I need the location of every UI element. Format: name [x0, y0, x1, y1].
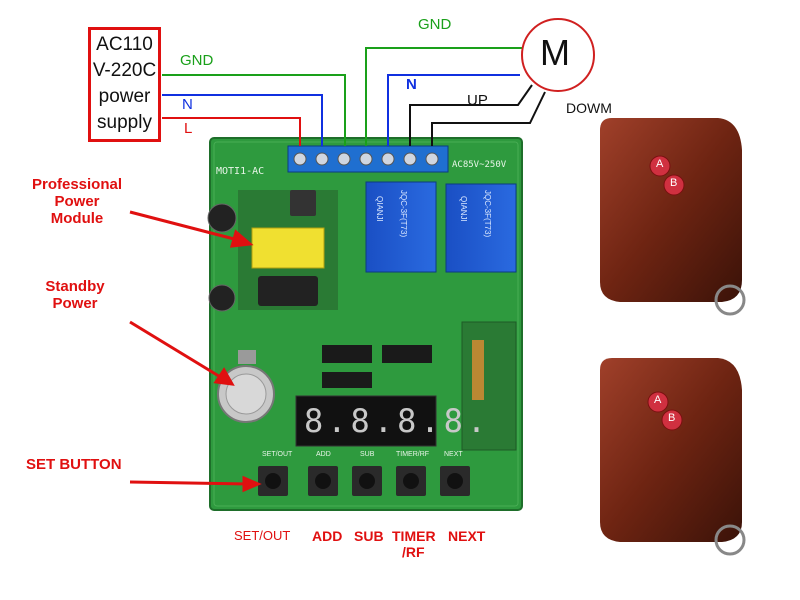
relay-right-brand: QIANJI — [459, 196, 468, 222]
button-label-timer: TIMER — [392, 528, 436, 544]
button-label-sub: SUB — [354, 528, 384, 544]
remote-top-button-a: A — [656, 158, 664, 170]
relay-right — [445, 183, 517, 273]
relay-left — [365, 181, 437, 273]
button-label-add: ADD — [312, 528, 343, 544]
motor-label: M — [540, 32, 570, 73]
relay-left-model: JQC-3F(T73) — [399, 190, 408, 238]
board-label-set: SET/OUT — [262, 451, 293, 458]
button-label-rf: /RF — [402, 544, 425, 560]
standby-battery — [217, 350, 275, 423]
board-label-next: NEXT — [444, 451, 463, 458]
annotation-standby: Standby Power — [45, 278, 105, 312]
board-voltage: AC85V~250V — [452, 160, 507, 170]
relay-right-model: JQC-3F(T73) — [483, 190, 492, 238]
remote-bottom-button-a: A — [654, 394, 662, 406]
remote-bottom-button-b: B — [668, 412, 676, 424]
relay-left-brand: QIANJI — [375, 196, 384, 222]
seven-segment-display — [295, 395, 437, 447]
remote-bottom — [600, 358, 746, 556]
ic-chips — [322, 345, 432, 388]
psu-line-3: power — [98, 86, 151, 107]
motor-circle — [521, 18, 595, 92]
board-label-sub: SUB — [360, 451, 375, 458]
tact-buttons — [258, 466, 470, 496]
psu-line-2: V-220C — [92, 60, 157, 81]
annotation-set-button: SET BUTTON — [26, 456, 122, 473]
label-down: DOWM — [566, 100, 612, 116]
label-n-left: N — [182, 96, 193, 113]
label-up: UP — [467, 92, 488, 109]
terminal-block — [287, 145, 449, 173]
button-label-next: NEXT — [448, 528, 486, 544]
label-gnd-top: GND — [418, 16, 452, 33]
label-gnd-left: GND — [180, 52, 214, 69]
psu-line-4: supply — [97, 112, 152, 133]
psu-line-1: AC110 — [96, 34, 153, 55]
rf-module — [461, 321, 517, 451]
remote-top-button-b: B — [670, 177, 678, 189]
power-module — [207, 190, 338, 312]
label-l-left: L — [184, 120, 193, 137]
button-label-set-out: SET/OUT — [234, 528, 291, 543]
annotation-arrows — [129, 210, 262, 493]
annotation-power-module: Professional Power Module — [31, 176, 123, 227]
label-n-right: N — [406, 76, 417, 93]
board-model: MOTI1-AC — [216, 166, 265, 177]
board-label-timer: TIMER/RF — [396, 451, 430, 458]
power-supply-box: AC110 V-220C power supply — [88, 27, 161, 142]
remote-top — [600, 118, 746, 316]
board-label-add: ADD — [316, 451, 331, 458]
display-digits: 8.8.8.8. — [304, 402, 491, 440]
wires — [162, 47, 546, 146]
